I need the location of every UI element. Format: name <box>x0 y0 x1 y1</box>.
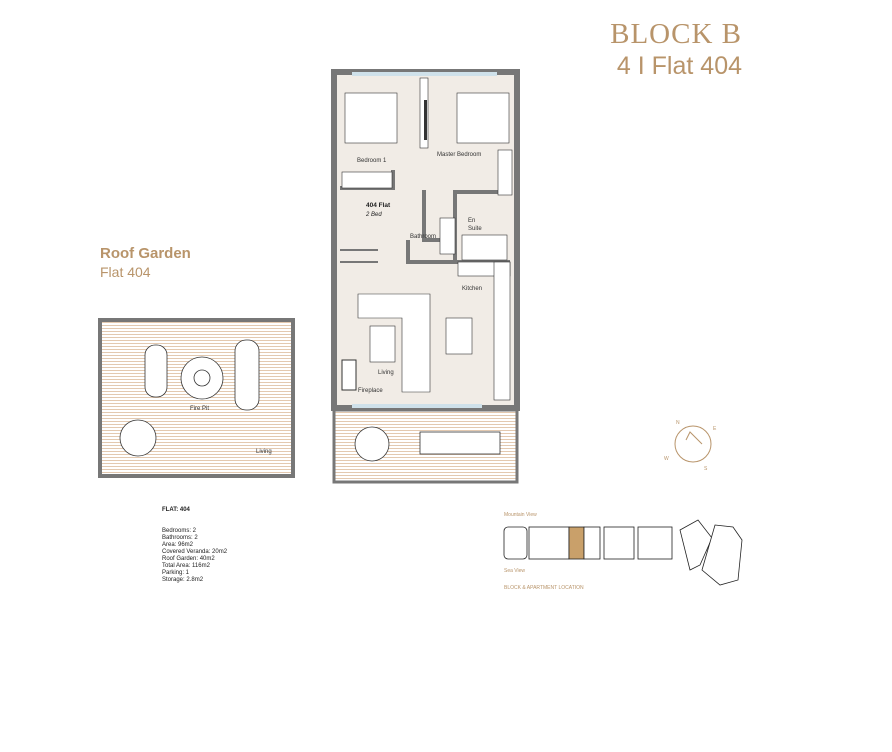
compass-w: W <box>664 456 669 462</box>
spiral-stair-icon <box>119 419 157 457</box>
sea-view-label: Sea View <box>504 568 525 574</box>
flat-specs: FLAT: 404 Bedrooms: 2 Bathrooms: 2 Area:… <box>162 507 227 584</box>
apartment-highlight <box>568 526 585 560</box>
spec-item: Bedrooms: 2 <box>162 528 197 534</box>
spec-item: Bathrooms: 2 <box>162 535 198 541</box>
roof-garden-title: Roof Garden <box>100 245 191 262</box>
flat-plan: Bedroom 1 Master Bedroom 404 Flat 2 Bed … <box>331 69 520 411</box>
compass-icon: N E S W <box>664 420 717 472</box>
spec-item: Roof Garden: 40m2 <box>162 556 215 562</box>
mountain-view-label: Mountain View <box>504 512 537 518</box>
label-flat-type: 2 Bed <box>365 212 382 218</box>
spec-item: Storage: 2.8m2 <box>162 577 204 583</box>
block-title: BLOCK B <box>610 18 742 50</box>
compass-s: S <box>704 466 708 472</box>
label-bathroom: Bathroom <box>410 234 436 240</box>
label-flat-name: 404 Flat <box>366 202 391 209</box>
compass-e: E <box>713 426 717 432</box>
specs-heading: FLAT: 404 <box>162 507 190 513</box>
label-fire-pit: Fire Pit <box>190 406 209 412</box>
label-living: Living <box>378 370 394 376</box>
spec-item: Parking: 1 <box>162 570 190 576</box>
roof-garden-subtitle: Flat 404 <box>100 264 151 280</box>
label-en: En <box>468 218 475 224</box>
spec-item: Covered Veranda: 20m2 <box>162 549 228 555</box>
veranda <box>332 408 519 484</box>
label-roof-living: Living <box>256 449 272 455</box>
spec-item: Total Area: 116m2 <box>162 563 210 569</box>
flat-title: 4 I Flat 404 <box>616 52 742 80</box>
label-fireplace: Fireplace <box>358 388 383 394</box>
fire-pit-icon <box>180 356 224 400</box>
compass-n: N <box>676 420 680 426</box>
block-location-map: Mountain View Sea View BLOCK & APARTMENT… <box>503 512 743 591</box>
roof-garden-plan: Fire Pit Living <box>98 318 295 478</box>
label-kitchen: Kitchen <box>462 286 482 292</box>
spec-item: Area: 96m2 <box>162 542 194 548</box>
label-suite: Suite <box>468 226 482 232</box>
location-caption: BLOCK & APARTMENT LOCATION <box>504 585 584 591</box>
label-bedroom1: Bedroom 1 <box>357 158 387 164</box>
label-master-bedroom: Master Bedroom <box>437 152 481 158</box>
